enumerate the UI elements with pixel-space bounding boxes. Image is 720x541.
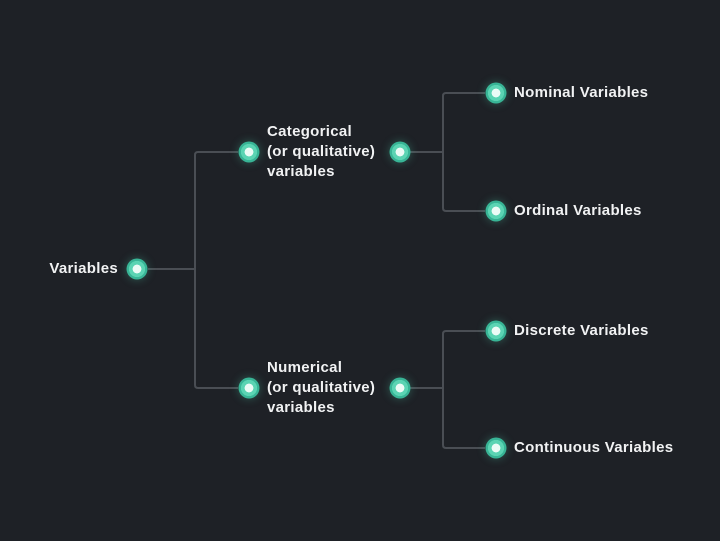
numerical-label-line1: Numerical: [267, 359, 343, 376]
ordinal-node-dot: [485, 200, 507, 222]
categorical-branch-label: Categorical (or qualitative) variables: [267, 122, 375, 182]
discrete-node-dot: [485, 320, 507, 342]
categorical-label-line1: Categorical: [267, 123, 352, 140]
categorical-label-line2: (or qualitative): [267, 143, 376, 160]
categorical-node-dot-left: [238, 141, 260, 163]
numerical-label-line2: (or qualitative): [267, 379, 376, 396]
numerical-branch-label: Numerical (or qualitative) variables: [267, 358, 375, 418]
root-variables-label: Variables: [49, 260, 118, 277]
ordinal-variables-label: Ordinal Variables: [514, 202, 642, 219]
continuous-variables-label: Continuous Variables: [514, 439, 674, 456]
nominal-variables-label: Nominal Variables: [514, 84, 649, 101]
numerical-label-line3: variables: [267, 399, 335, 416]
categorical-fork-connector: [410, 92, 485, 212]
nominal-node-dot: [485, 82, 507, 104]
categorical-node-dot-right: [389, 141, 411, 163]
root-variables-node-dot: [126, 258, 148, 280]
continuous-node-dot: [485, 437, 507, 459]
categorical-label-line3: variables: [267, 163, 335, 180]
trunk-connector: [148, 151, 238, 389]
numerical-node-dot-left: [238, 377, 260, 399]
discrete-variables-label: Discrete Variables: [514, 322, 649, 339]
numerical-fork-connector: [410, 330, 485, 449]
numerical-node-dot-right: [389, 377, 411, 399]
